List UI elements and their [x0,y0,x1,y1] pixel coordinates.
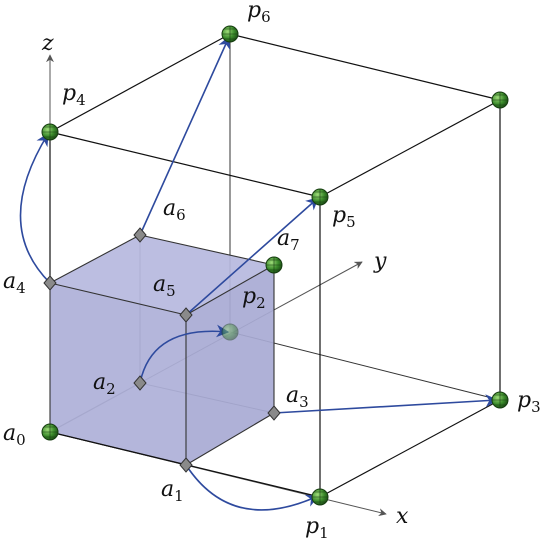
inner-cube [49,234,275,466]
label-a1: a1 [161,477,184,505]
inner-vertex-marker-icon [179,307,193,323]
label-a6: a6 [163,196,186,224]
label-a0: a0 [3,421,26,449]
globe-marker-icon [491,391,509,409]
label-a4: a4 [3,269,26,297]
globe-marker-icon [41,423,59,441]
label-p4: p4 [62,81,86,109]
label-p2: p2 [242,284,266,312]
mapping-arrows [19,35,499,511]
outer-cube-edges [49,33,501,498]
inner-vertex-marker-icon [179,457,193,473]
arrow-a2-p2 [139,324,230,384]
label-p1: p1 [305,514,329,542]
inner-vertex-marker-icon [133,375,147,391]
label-p6: p6 [247,0,271,26]
inner-vertex-marker-icon [43,275,57,291]
outer-vertex-markers [41,25,509,506]
globe-marker-icon [221,323,239,341]
label-a7: a7 [277,226,300,254]
globe-marker-icon [265,256,283,274]
globe-marker-icon [311,188,329,206]
arrow-a3-p3 [273,394,499,414]
label-a5: a5 [153,272,176,300]
arrow-a1-p1 [185,464,320,511]
arrow-a6-p6 [139,35,231,236]
inner-cube-right-face [186,265,274,465]
label-p5: p5 [332,203,356,231]
globe-marker-icon [491,91,509,109]
globe-marker-icon [221,25,239,43]
y-axis-label: y [373,249,387,274]
x-axis-label: x [396,504,409,529]
globe-marker-icon [311,488,329,506]
inner-cube-front-face [50,283,186,465]
globe-marker-icon [41,123,59,141]
arrow-a4-p4 [19,132,51,284]
arrow-a5-p5 [185,197,319,316]
z-axis-label: z [41,31,54,56]
label-a2: a2 [93,370,116,398]
inner-cube-top-face [50,235,274,315]
label-p3: p3 [517,388,541,416]
inner-vertex-markers [43,227,281,473]
inner-vertex-marker-icon [133,227,147,243]
label-a3: a3 [286,383,309,411]
inner-vertex-marker-icon [267,405,281,421]
